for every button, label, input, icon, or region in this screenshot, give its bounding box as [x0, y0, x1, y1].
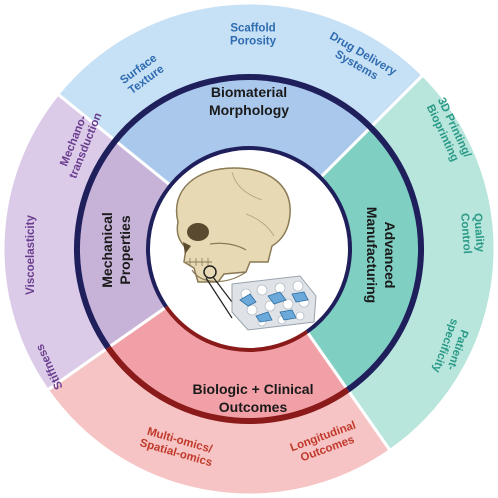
manufacturing-outer-label: QualityControl — [458, 212, 486, 255]
center-circle — [150, 150, 348, 348]
biomaterial-outer-label-line: Scaffold — [230, 23, 275, 35]
mechanical-title-line: Mechanical — [99, 212, 115, 287]
inner-band-navy — [146, 146, 352, 334]
mechanical-title-line: Properties — [117, 215, 133, 284]
mid-band-navy — [74, 74, 424, 393]
inner-band-red — [164, 304, 309, 352]
mechanical-outer-label-line: Viscoelasticity — [25, 215, 37, 295]
biomaterial-title-line: Biomaterial — [211, 84, 287, 100]
manufacturing-title: AdvancedManufacturing — [364, 207, 398, 303]
biomaterial-outer-label-line: Porosity — [230, 36, 277, 48]
scaffold-illustration — [231, 275, 317, 331]
mechanical-outer-label: Viscoelasticity — [25, 215, 37, 295]
manufacturing-outer-label-line: Control — [458, 213, 473, 255]
biomaterial-title-line: Morphology — [209, 102, 289, 118]
skull-illustration — [175, 167, 291, 283]
mid-band-red — [105, 345, 350, 424]
biologic-title-line: Biologic + Clinical — [193, 381, 314, 397]
manufacturing-title-line: Advanced — [382, 222, 398, 289]
band-arcs — [74, 74, 424, 424]
manufacturing-outer-label-line: Quality — [471, 213, 486, 253]
biologic-title-line: Outcomes — [219, 399, 288, 415]
manufacturing-title-line: Manufacturing — [364, 207, 380, 303]
callout-marker — [203, 265, 233, 319]
